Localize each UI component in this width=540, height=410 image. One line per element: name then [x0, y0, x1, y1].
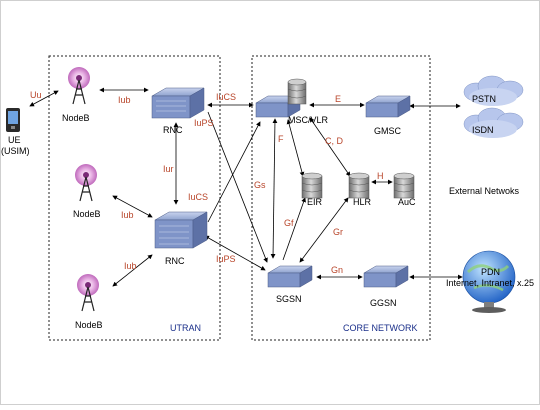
- rnc-1-icon: [151, 87, 205, 119]
- ggsn-label: GGSN: [370, 298, 397, 308]
- pdn-globe-icon: [462, 250, 516, 313]
- cd-link: [309, 117, 351, 177]
- gr-interface-label: Gr: [333, 227, 343, 237]
- cd-interface-label: C, D: [325, 136, 344, 146]
- utran-region: [48, 55, 221, 341]
- e-interface-label: E: [335, 94, 341, 104]
- eir-label: EIR: [307, 197, 323, 207]
- eir-database-icon: [301, 172, 323, 199]
- gmsc-label: GMSC: [374, 126, 402, 136]
- iucs-interface-label-1: IuCS: [216, 92, 236, 102]
- f-link: [286, 119, 305, 177]
- pdn-description: Internet, Intranet, x.25: [446, 278, 534, 288]
- iub-interface-label-2: Iub: [121, 210, 134, 220]
- nodeb-3-label: NodeB: [75, 320, 103, 330]
- rnc-1-label: RNC: [163, 125, 183, 135]
- iups-interface-label-2: IuPS: [216, 254, 236, 264]
- sgsn-label: SGSN: [276, 294, 302, 304]
- hlr-label: HLR: [353, 197, 372, 207]
- core-network-region: [251, 55, 431, 341]
- iups-link-2: [204, 235, 266, 271]
- uu-interface-label: Uu: [30, 90, 42, 100]
- gf-interface-label: Gf: [284, 218, 294, 228]
- pstn-label: PSTN: [472, 94, 496, 104]
- ue-label: UE: [8, 135, 21, 145]
- uu-link: [29, 90, 59, 107]
- nodeb-tower-icon: [75, 164, 97, 202]
- msc-vlr-label: MSC/VLR: [288, 115, 329, 125]
- iub-interface-label-1: Iub: [118, 95, 131, 105]
- gs-interface-label: Gs: [254, 180, 266, 190]
- nodeb-1-label: NodeB: [62, 113, 90, 123]
- core-network-label: CORE NETWORK: [343, 323, 418, 333]
- gn-interface-label: Gn: [331, 265, 343, 275]
- iub-link-3: [112, 254, 153, 287]
- hlr-database-icon: [348, 172, 370, 199]
- auc-label: AuC: [398, 197, 416, 207]
- usim-label: (USIM): [1, 146, 30, 156]
- gs-link: [270, 118, 278, 259]
- isdn-label: ISDN: [472, 125, 494, 135]
- f-interface-label: F: [278, 134, 284, 144]
- auc-database-icon: [393, 172, 415, 199]
- ggsn-switch-icon: [363, 265, 409, 288]
- nodeb-tower-icon: [77, 274, 99, 312]
- connections: [29, 87, 463, 287]
- external-networks-label: External Netwoks: [449, 186, 520, 196]
- gr-link: [299, 197, 349, 263]
- rnc-2-icon: [154, 211, 208, 249]
- nodeb-2-label: NodeB: [73, 209, 101, 219]
- vlr-database-icon: [287, 78, 307, 105]
- iub-interface-label-3: Iub: [124, 261, 137, 271]
- iucs-link-2: [207, 121, 261, 223]
- sgsn-switch-icon: [267, 265, 313, 288]
- rnc-2-label: RNC: [165, 256, 185, 266]
- ue-phone-icon: [6, 108, 20, 132]
- iur-interface-label: Iur: [163, 164, 174, 174]
- isdn-cloud-icon: [463, 107, 524, 138]
- utran-label: UTRAN: [170, 323, 201, 333]
- pdn-label: PDN: [481, 267, 500, 277]
- iub-link-2: [112, 195, 153, 218]
- pstn-cloud-icon: [463, 75, 524, 106]
- iucs-interface-label-2: IuCS: [188, 192, 208, 202]
- gmsc-switch-icon: [365, 95, 411, 118]
- iups-interface-label-1: IuPS: [194, 118, 214, 128]
- h-interface-label: H: [377, 171, 384, 181]
- nodeb-tower-icon: [68, 67, 90, 105]
